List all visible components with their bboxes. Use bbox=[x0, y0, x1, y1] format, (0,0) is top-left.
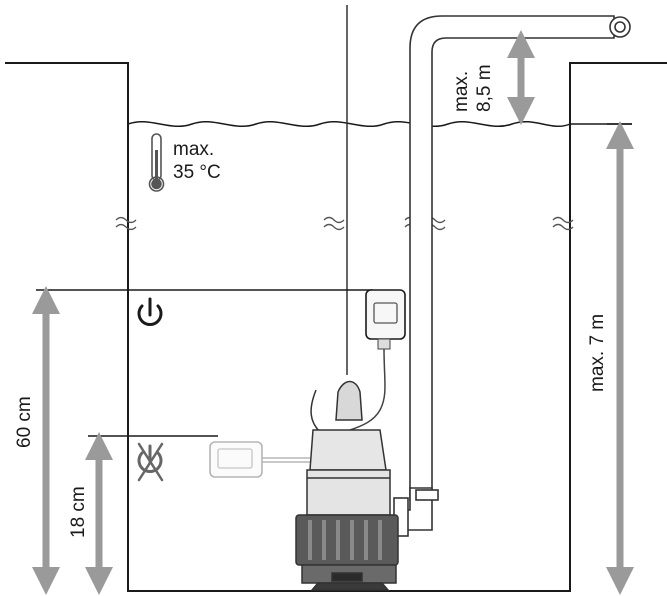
switch-off-height-label: 18 cm bbox=[68, 486, 89, 538]
temp-max-prefix: max. bbox=[173, 139, 214, 160]
head-max-prefix: max. bbox=[451, 71, 472, 112]
float-switch-off bbox=[209, 441, 312, 478]
power-on-icon bbox=[137, 297, 163, 326]
submersible-pump bbox=[295, 380, 399, 591]
float-switch-on bbox=[349, 289, 406, 431]
head-max-value: 8,5 m bbox=[474, 64, 495, 112]
power-off-crossed-icon bbox=[137, 442, 164, 482]
thermometer-icon bbox=[148, 133, 165, 192]
shaft-walls bbox=[5, 62, 667, 592]
temp-max-value: 35 °C bbox=[173, 162, 221, 183]
switch-on-height-label: 60 cm bbox=[14, 396, 35, 448]
break-symbols bbox=[115, 216, 574, 231]
depth-max-label: max. 7 m bbox=[587, 314, 608, 392]
discharge-pipe bbox=[393, 15, 631, 537]
water-surface bbox=[127, 120, 632, 128]
